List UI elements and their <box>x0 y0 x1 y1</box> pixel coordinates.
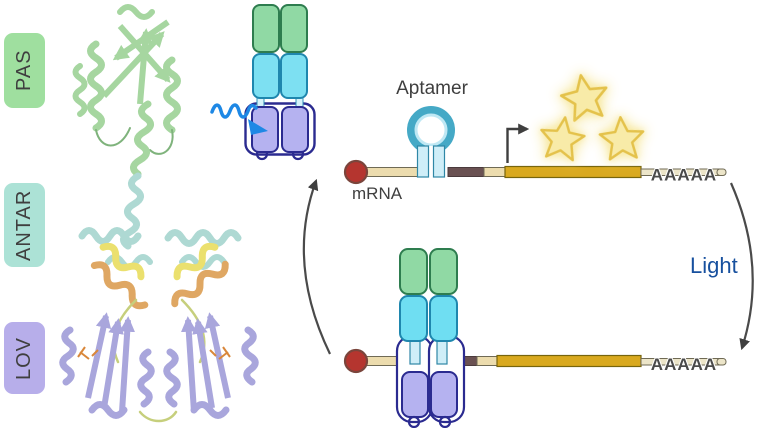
pas-domain-ribbon <box>72 4 181 178</box>
pas-block <box>399 248 428 295</box>
five-prime-cap-icon <box>343 348 369 374</box>
antar-block <box>429 295 458 342</box>
antar-block <box>399 295 428 342</box>
pas-block <box>429 248 458 295</box>
protein-product-stars <box>540 74 645 162</box>
mrna-on-state: AAAAA <box>343 74 727 186</box>
antar-domain-ribbon <box>78 172 242 270</box>
polya-tail: AAAAA <box>640 354 727 375</box>
translation-start-arrow-icon <box>506 123 530 163</box>
lov-block <box>430 371 458 418</box>
pas-block <box>280 4 308 53</box>
mrna-5utr <box>363 167 421 177</box>
star-icon <box>559 74 608 122</box>
mrna-cds <box>504 165 642 179</box>
star-icon <box>540 116 586 162</box>
polya-tail: AAAAA <box>640 165 727 186</box>
cofactor-sticks <box>77 346 231 360</box>
cycle-arrow-dark-recovery <box>302 178 331 355</box>
cycle-arrow-light <box>729 182 754 351</box>
mrna-utr-segment <box>476 356 498 366</box>
five-prime-cap-icon <box>343 159 369 185</box>
mrna-label: mRNA <box>352 184 403 203</box>
protein-structure <box>59 4 259 423</box>
star-icon <box>598 116 645 161</box>
lov-domain-ribbon <box>59 298 259 423</box>
aptamer-label: Aptamer <box>396 78 468 99</box>
mrna-utr-segment <box>483 167 506 177</box>
lov-block <box>401 371 429 418</box>
polya-text-top: AAAAA <box>651 166 717 185</box>
antar-block <box>252 53 280 99</box>
yellow-orange-helices <box>90 242 229 310</box>
polya-text-bottom: AAAAA <box>651 355 717 374</box>
lov-block <box>281 106 309 153</box>
antar-block <box>280 53 308 99</box>
mrna-off-state: AAAAA <box>343 248 727 428</box>
receptor-schematic-free <box>210 4 316 161</box>
mrna-dark-segment <box>447 167 485 177</box>
receptor-schematic-bound <box>395 248 466 428</box>
mrna-cds <box>496 354 642 368</box>
aptamer-hairpin <box>407 106 455 178</box>
light-wave-arrow-icon <box>210 103 268 135</box>
pas-block <box>252 4 280 53</box>
cycle-arrows <box>302 178 754 355</box>
light-label: Light <box>690 253 738 278</box>
